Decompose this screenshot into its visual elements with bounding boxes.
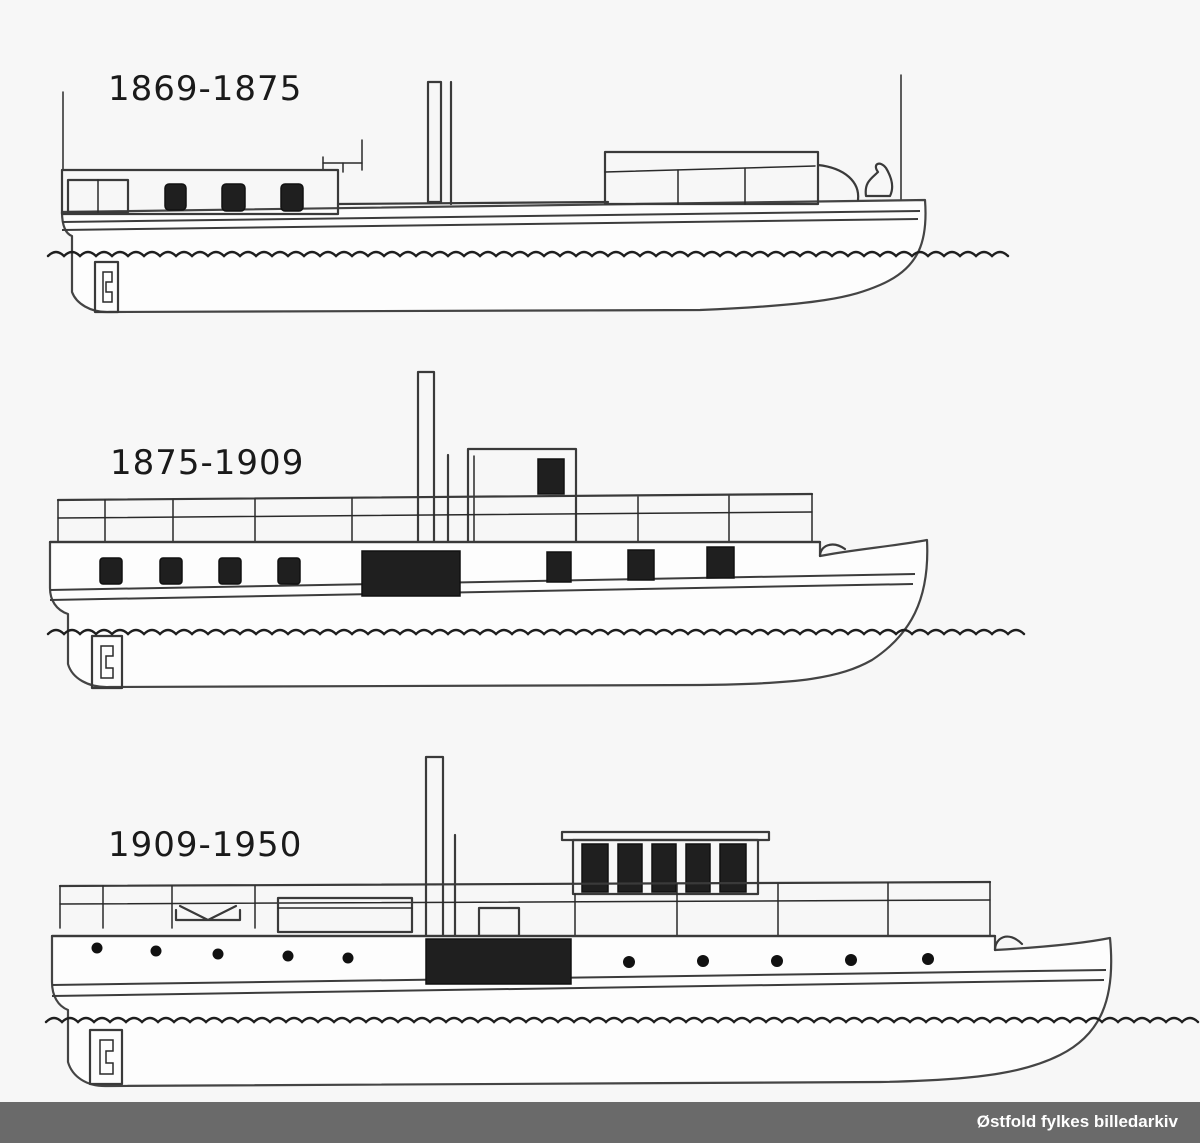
archive-footer-bar: Østfold fylkes billedarkiv [0, 1102, 1200, 1143]
engine-room-panel [361, 550, 461, 597]
water-line [44, 1016, 1200, 1024]
window [159, 557, 183, 585]
window [685, 843, 711, 893]
deck-railing [58, 880, 992, 937]
hull-stripe-lower [61, 218, 919, 231]
porthole [697, 955, 709, 967]
window [617, 843, 643, 893]
window [537, 458, 565, 495]
window [218, 557, 242, 585]
hull [50, 934, 1113, 1088]
bow-bulwark [993, 935, 1024, 952]
period-label-1875-1909: 1875-1909 [110, 443, 304, 483]
period-label-1909-1950: 1909-1950 [108, 825, 302, 865]
water-line [46, 250, 1010, 258]
porthole [922, 953, 934, 965]
rudder [90, 634, 124, 690]
funnel [416, 370, 450, 548]
hull-stripe-lower [49, 583, 914, 601]
ship-1909-1950: 1909-1950 [44, 755, 1200, 1088]
window [280, 183, 304, 212]
ship-1875-1909: 1875-1909 [46, 370, 1026, 690]
window [164, 183, 187, 211]
hull-stripe [49, 573, 916, 591]
wheelhouse [560, 830, 771, 896]
aft-deckhouse [60, 168, 340, 216]
lifeboat-davit [174, 904, 242, 922]
porthole [282, 950, 294, 962]
bow-bulwark [818, 543, 847, 558]
porthole [150, 945, 162, 957]
porthole [845, 954, 857, 966]
hull-stripe [51, 969, 1107, 986]
window [546, 551, 572, 583]
window [706, 546, 735, 579]
deck-hatch [477, 906, 521, 938]
window [99, 557, 123, 585]
porthole [342, 952, 354, 964]
ship-1869-1875: 1869-1875 [46, 69, 1010, 314]
hull-stripe-lower [51, 979, 1105, 997]
deck-railing [56, 492, 814, 543]
funnel [424, 755, 457, 939]
bow-bulwark [816, 163, 860, 202]
rudder [93, 260, 120, 314]
window [627, 549, 655, 581]
hull-stripe [61, 210, 921, 223]
window [719, 843, 747, 893]
window [277, 557, 301, 585]
funnel [426, 80, 453, 206]
wheelhouse [466, 447, 578, 551]
deck-skylight [276, 896, 414, 934]
capstan [864, 162, 894, 198]
rudder [88, 1028, 124, 1086]
porthole [91, 942, 103, 954]
water-line [46, 628, 1026, 636]
porthole [212, 948, 224, 960]
porthole [771, 955, 783, 967]
archive-credit: Østfold fylkes billedarkiv [976, 1112, 1178, 1131]
engine-room-panel [425, 938, 572, 985]
forward-deckhouse [603, 150, 820, 206]
steering-wheel [322, 139, 363, 173]
window [221, 183, 246, 212]
deck-rail [336, 200, 610, 206]
period-label-1869-1875: 1869-1875 [108, 69, 302, 109]
window [651, 843, 677, 893]
porthole [623, 956, 635, 968]
ship-evolution-drawing: 1869-1875 [44, 69, 1200, 1088]
